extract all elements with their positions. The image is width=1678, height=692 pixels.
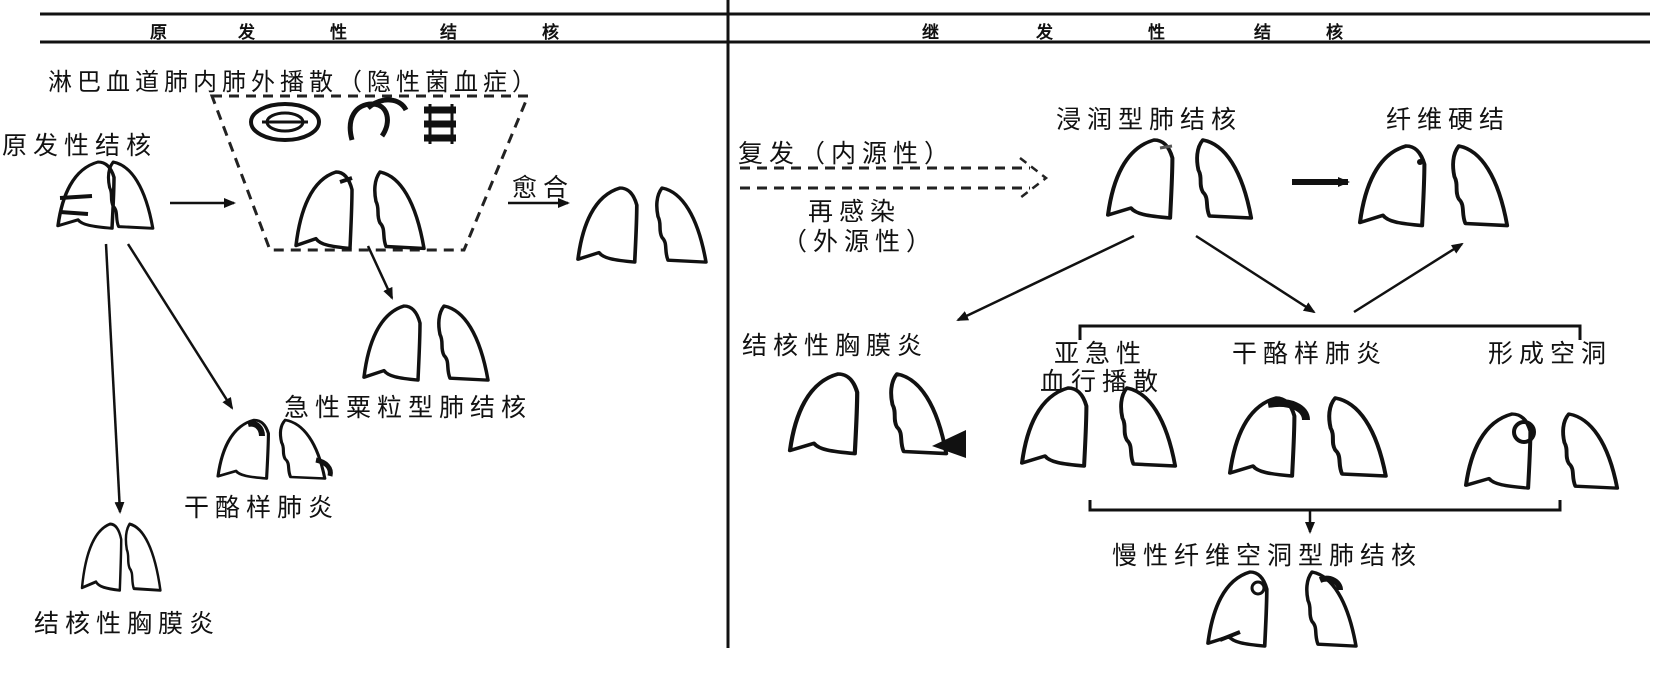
chronic-lungs	[1206, 570, 1358, 648]
fibrosis-lungs	[1360, 146, 1510, 226]
healed-lungs	[576, 186, 708, 264]
primary-tb-label: 原发性结核	[2, 131, 158, 160]
header-right-char-5: 核	[1326, 23, 1345, 43]
caseous-lungs-left	[216, 418, 333, 481]
infiltrative-tb-label: 浸润型肺结核	[1056, 105, 1243, 134]
healing-label: 愈合	[512, 173, 575, 202]
subacute-lungs	[1022, 388, 1178, 466]
header-right-char-1: 继	[922, 23, 941, 43]
caseous-pneumonia-label: 干酪样肺炎	[184, 493, 340, 522]
header-left-char-2: 发	[238, 23, 257, 43]
header-right-char-4: 结	[1254, 23, 1273, 43]
vessel-icon	[347, 97, 409, 141]
subacute-label-1: 亚急性	[1054, 339, 1148, 368]
miliary-tb-label: 急性粟粒型肺结核	[284, 393, 533, 422]
bone-icon	[424, 104, 456, 144]
header-left-char-5: 核	[542, 23, 561, 43]
fibrosis-label: 纤维硬结	[1386, 105, 1511, 134]
infiltrative-lungs	[1108, 140, 1254, 218]
lymph-node-icon	[249, 102, 321, 142]
spread-lungs	[294, 170, 426, 251]
caseous-lungs-right	[1230, 398, 1386, 476]
exogenous-label: （外源性）	[782, 227, 938, 256]
relapse-label: 复发（内源性）	[738, 139, 956, 168]
tb-pleurisy-label: 结核性胸膜炎	[34, 609, 221, 638]
subacute-label-2: 血行播散	[1040, 367, 1165, 396]
header-right-char-2: 发	[1036, 23, 1055, 43]
reinfection-label: 再感染	[808, 197, 902, 226]
header-left-char-1: 原	[150, 23, 169, 43]
cavity-lungs	[1466, 414, 1620, 488]
tb-pleurisy-right-label: 结核性胸膜炎	[742, 331, 929, 360]
pleurisy-lungs-left	[80, 522, 162, 592]
pleurisy-lungs-right	[790, 374, 966, 458]
spread-label: 淋巴血道肺内肺外播散（隐性菌血症）	[48, 68, 541, 96]
caseous-pneumonia-right-label: 干酪样肺炎	[1232, 339, 1388, 368]
miliary-lungs	[362, 304, 490, 382]
header-left-char-3: 性	[330, 23, 349, 43]
header-left-char-4: 结	[440, 23, 459, 43]
header-right-char-3: 性	[1148, 23, 1167, 43]
cavity-formation-label: 形成空洞	[1488, 339, 1613, 368]
chronic-fibro-cavitary-label: 慢性纤维空洞型肺结核	[1112, 541, 1423, 570]
primary-lungs	[56, 160, 155, 231]
